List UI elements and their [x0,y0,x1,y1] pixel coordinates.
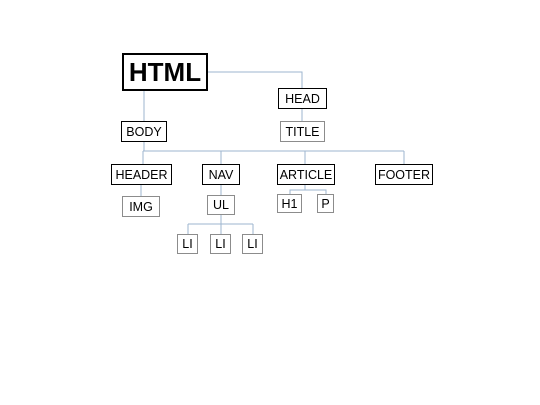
node-p: P [317,194,334,213]
connector-html-head [208,71,303,88]
node-img: IMG [122,196,160,217]
node-li-2: LI [210,234,231,254]
node-header: HEADER [111,164,172,185]
node-li-3: LI [242,234,263,254]
node-footer: FOOTER [375,164,433,185]
node-title: TITLE [280,121,325,142]
node-article: ARTICLE [277,164,335,185]
node-head: HEAD [278,88,327,109]
node-h1: H1 [277,194,302,213]
node-html: HTML [122,53,208,91]
node-body: BODY [121,121,167,142]
node-ul: UL [207,195,235,215]
node-nav: NAV [202,164,240,185]
node-li-1: LI [177,234,198,254]
connector-article-bus [289,189,327,194]
